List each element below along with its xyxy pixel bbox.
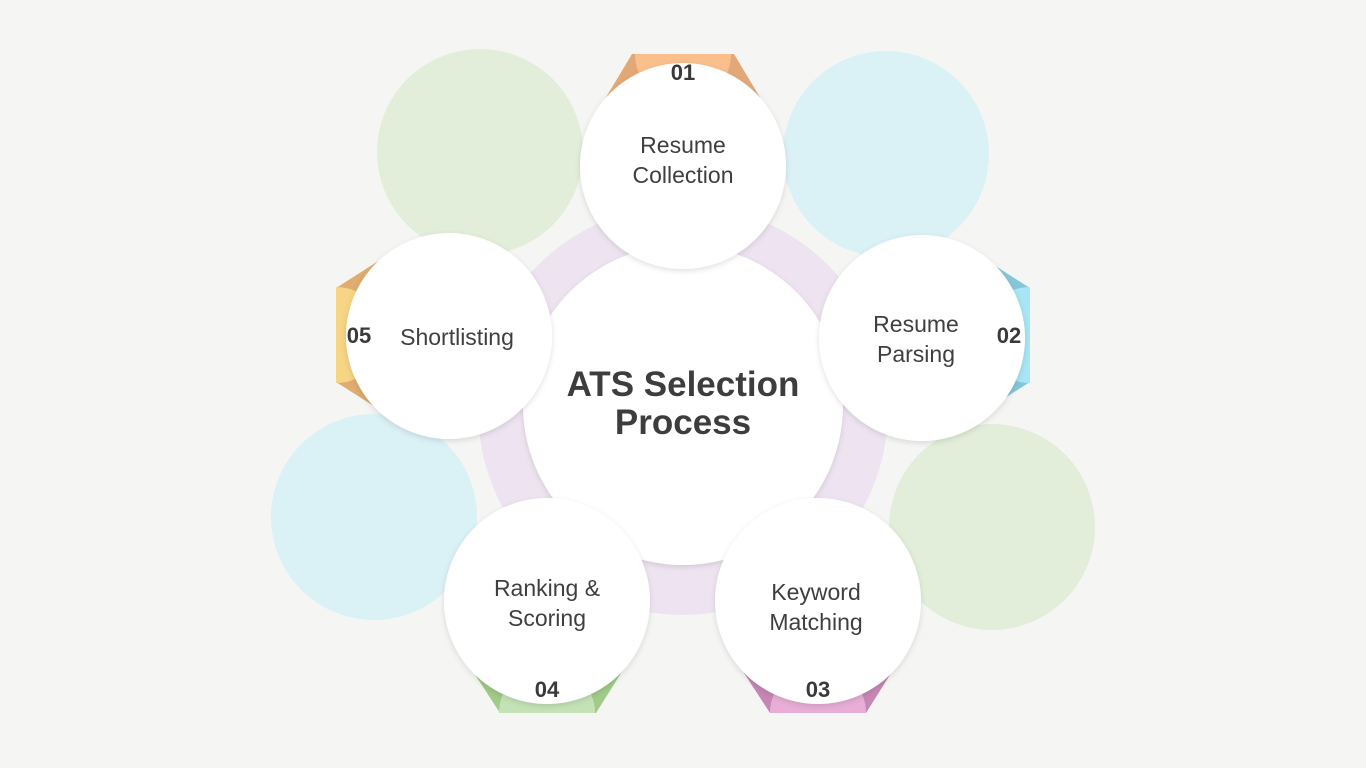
step-1-circle — [580, 63, 786, 269]
step-3-circle — [715, 498, 921, 704]
decor-circle-blue-top-right — [783, 51, 989, 257]
step-4-circle — [444, 498, 650, 704]
step-5-circle — [346, 233, 552, 439]
decor-circle-blue-bottom-left — [271, 414, 477, 620]
decor-circle-green-bottom-right — [889, 424, 1095, 630]
decor-circle-green-top-left — [377, 49, 583, 255]
step-2-circle — [819, 235, 1025, 441]
center-hub — [523, 245, 843, 565]
